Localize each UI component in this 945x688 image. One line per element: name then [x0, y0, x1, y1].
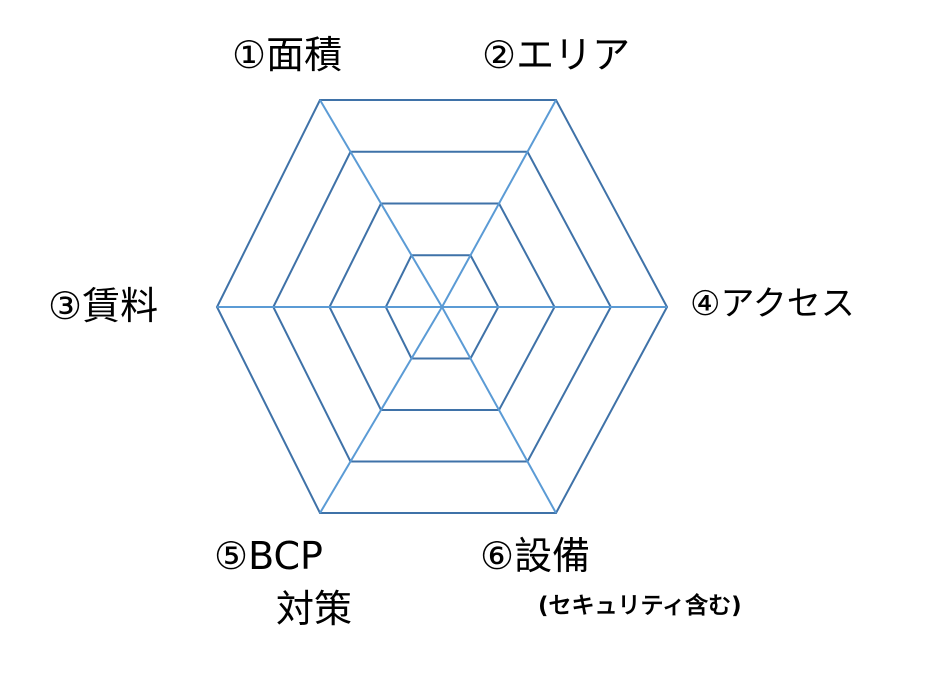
- grid-spoke-2: [441, 99, 557, 308]
- grid-spoke-5: [319, 306, 443, 514]
- axis-label-bcp: ⑤BCP: [214, 534, 323, 578]
- grid-spoke-1: [319, 99, 443, 308]
- axis-label-equipment: ⑥設備: [480, 534, 591, 578]
- axis-label-bcp-line2: 対策: [276, 587, 353, 631]
- axis-label-rent: ③賃料: [48, 284, 159, 328]
- grid-spoke-4: [441, 306, 557, 514]
- axis-label-area: ①面積: [232, 33, 343, 77]
- axis-sublabel-security: (セキュリティ含む): [538, 593, 742, 619]
- axis-label-location: ②エリア: [482, 33, 631, 77]
- axis-label-access: ④アクセス: [690, 284, 855, 324]
